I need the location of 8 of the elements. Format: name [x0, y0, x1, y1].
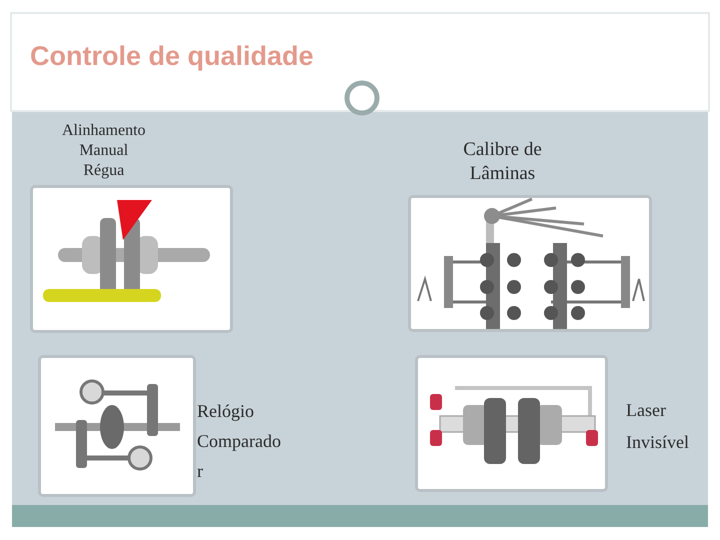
picture-caption: Alinhamento Manual Régua	[62, 121, 146, 181]
picture-caption: Laser Invisível	[626, 399, 689, 454]
picture-frame	[38, 355, 196, 497]
picture-frame	[415, 355, 608, 492]
picture-caption: Calibre de Lâminas	[462, 138, 543, 186]
slide-title: Controle de qualidade	[30, 40, 314, 72]
picture-frame	[30, 185, 233, 333]
picture-caption: Relógio Comparador	[197, 400, 282, 483]
